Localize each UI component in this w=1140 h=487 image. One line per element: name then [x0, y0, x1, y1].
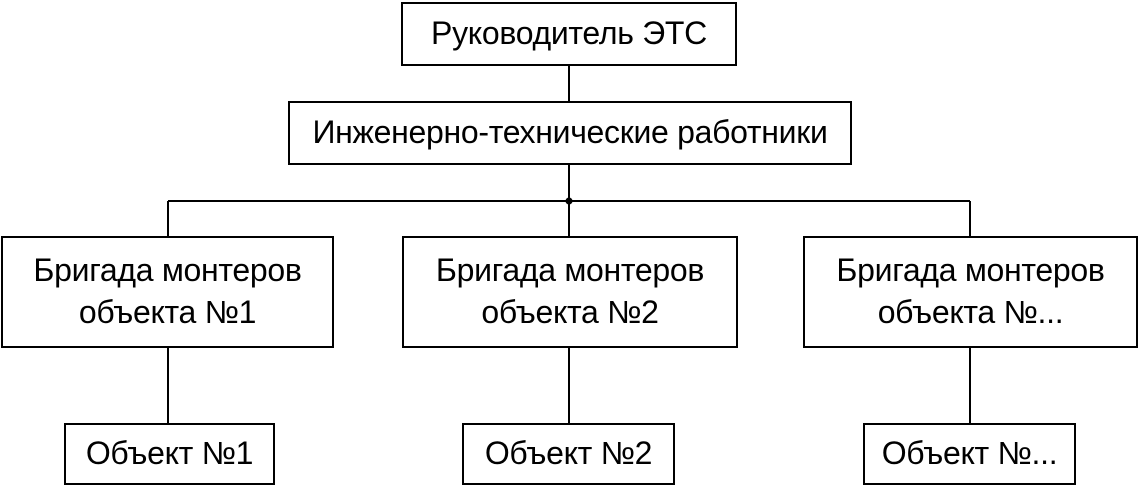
- node-object-3: Объект №...: [863, 423, 1076, 485]
- node-brigade-2-line1: Бригада монтеров: [435, 252, 705, 289]
- node-object-1: Объект №1: [64, 423, 275, 485]
- node-engineering-staff-label: Инженерно-технические работники: [312, 114, 828, 151]
- node-brigade-1: Бригада монтеров объекта №1: [1, 236, 334, 348]
- node-brigade-1-line2: объекта №1: [78, 294, 257, 330]
- node-brigade-3: Бригада монтеров объекта №...: [803, 236, 1138, 348]
- node-brigade-3-line2: объекта №...: [877, 294, 1064, 330]
- node-object-3-label: Объект №...: [881, 435, 1058, 472]
- node-head-label: Руководитель ЭТС: [431, 15, 707, 52]
- junction-dot: [565, 197, 573, 205]
- node-object-2: Объект №2: [462, 423, 675, 485]
- node-brigade-2-line2: объекта №2: [481, 294, 659, 330]
- node-brigade-2: Бригада монтеров объекта №2: [402, 236, 738, 348]
- node-object-1-label: Объект №1: [85, 435, 254, 472]
- node-engineering-staff: Инженерно-технические работники: [288, 101, 852, 165]
- node-brigade-1-line1: Бригада монтеров: [33, 252, 302, 289]
- node-object-2-label: Объект №2: [484, 435, 653, 472]
- node-brigade-3-line1: Бригада монтеров: [836, 252, 1105, 289]
- node-head-ets: Руководитель ЭТС: [401, 2, 737, 66]
